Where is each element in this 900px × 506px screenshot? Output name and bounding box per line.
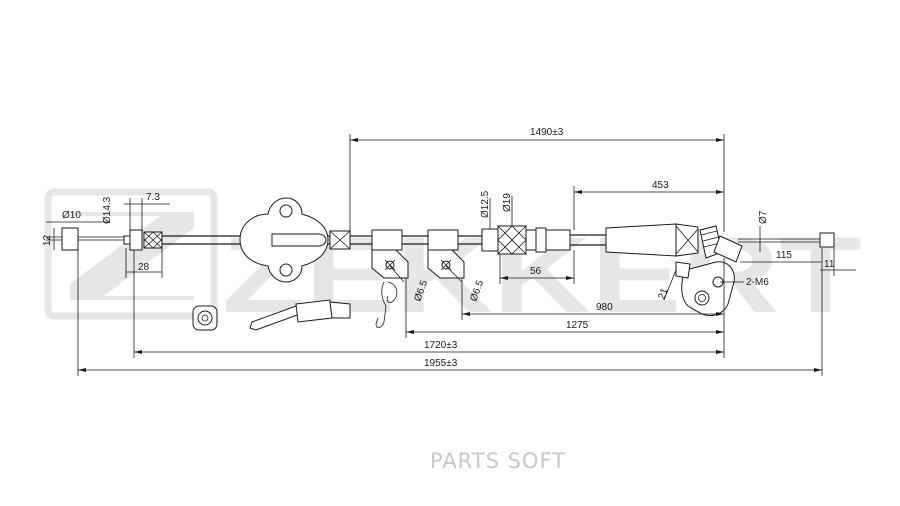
label-12: 12: [42, 234, 53, 246]
bracket-1-cross: [384, 259, 396, 271]
bracket-right-hole-2-inner: [698, 294, 706, 302]
dimension-lines: [46, 134, 856, 376]
loose-parts: [192, 281, 398, 331]
label-28: 28: [138, 262, 150, 273]
clip-sleeve-2: [427, 229, 459, 251]
dimension-labels: 1490±3 453 56 980 1275 1720±3 1955±3 28 …: [42, 127, 835, 369]
boot-d19-hatch: [497, 225, 527, 255]
label-dia7: Ø7: [758, 210, 769, 224]
end-housing-boot: [675, 223, 699, 257]
clip-sleeve-1: [371, 229, 403, 251]
grommet-sleeve: [271, 233, 327, 247]
label-1490: 1490±3: [530, 127, 564, 138]
label-dia19: Ø19: [502, 193, 513, 212]
cable-assembly: [46, 197, 835, 317]
label-2m6: 2-M6: [746, 277, 769, 288]
ferrule-left: [129, 229, 143, 251]
label-dia14-3: Ø14.3: [102, 196, 113, 224]
dim-line-21: [663, 269, 677, 301]
label-21: 21: [656, 286, 670, 301]
watermark-footer: PARTS SOFT: [430, 449, 566, 473]
label-56: 56: [530, 266, 542, 277]
label-115: 115: [776, 250, 792, 261]
spacer-2: [535, 227, 547, 253]
leader-dia6-5-a: [389, 265, 405, 283]
collar-d125: [481, 228, 499, 252]
label-980: 980: [596, 302, 613, 313]
label-1275: 1275: [566, 320, 589, 331]
spacer-1: [525, 229, 537, 251]
end-housing: [605, 223, 677, 257]
end-nipple-right: [819, 232, 835, 248]
spacer-3: [545, 229, 571, 251]
bracket-2-cross: [440, 259, 452, 271]
grommet-hole-top: [279, 204, 293, 218]
bracket-right-tab: [675, 261, 691, 279]
label-7-3: 7.3: [146, 192, 160, 203]
label-453: 453: [652, 180, 669, 191]
clamp-part-block: [295, 299, 333, 323]
bracket-right-hole-2: [694, 290, 710, 306]
label-dia12-5: Ø12.5: [480, 190, 491, 218]
arrows-56: [500, 276, 574, 280]
grommet-hole-bottom: [279, 263, 293, 277]
label-1955: 1955±3: [424, 358, 458, 369]
spring-clip-loop: [386, 281, 398, 303]
label-11: 11: [824, 259, 835, 270]
boot-left-hatch: [143, 231, 163, 249]
nut-part-ring: [197, 310, 213, 326]
leader-dia6-5-b: [445, 265, 463, 283]
angled-end-nut: [713, 235, 743, 263]
label-1720: 1720±3: [424, 340, 458, 351]
label-dia10: Ø10: [62, 210, 81, 221]
nut-part-bore: [201, 314, 209, 322]
end-housing-hatch: [675, 225, 699, 255]
logo-z-mark: [70, 212, 194, 300]
ferrule-collar: [123, 235, 131, 245]
boot-middle-hatch: [329, 230, 351, 250]
spring-clip-part: [375, 281, 387, 328]
end-nipple-left: [61, 227, 79, 251]
clamp-part-end: [329, 301, 351, 319]
logo-frame: [44, 188, 218, 320]
